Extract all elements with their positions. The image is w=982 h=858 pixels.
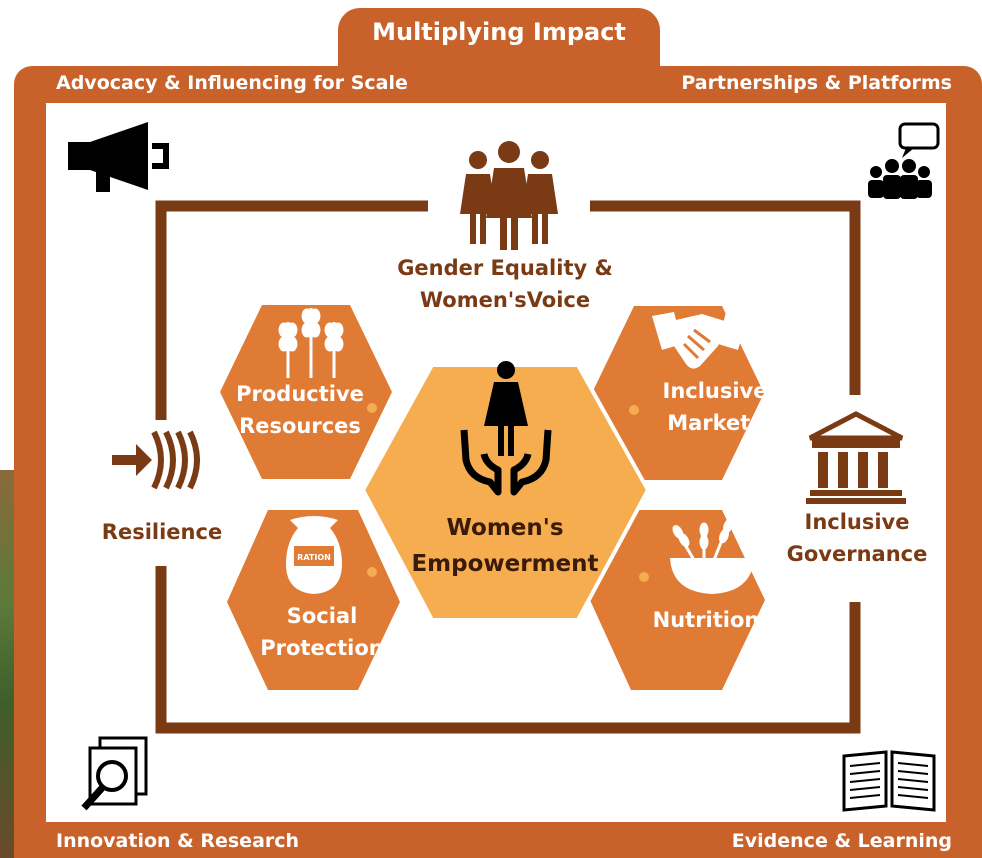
corner-label-advocacy: Advocacy & Influencing for Scale	[56, 72, 408, 94]
hex-inclusive-markets	[592, 306, 764, 480]
label-productive-resources: Productive Resources	[230, 378, 370, 442]
ration-label: RATION	[297, 553, 331, 562]
label-social-protection: Social Protection	[252, 600, 392, 664]
hex-social-protection	[227, 510, 400, 690]
women-group-icon	[460, 141, 558, 250]
theme-resilience: Resilience	[101, 520, 223, 544]
theme-governance-line-2: Governance	[786, 542, 928, 566]
label-social-line-1: Social	[286, 604, 358, 628]
center-womens-empowerment: Women's Empowerment	[405, 510, 605, 582]
corner-label-partnerships: Partnerships & Platforms	[681, 72, 952, 94]
label-markets-line-1: Inclusive	[662, 379, 768, 403]
theme-gender-line-2: Women'sVoice	[419, 288, 591, 312]
label-social-line-2: Protection	[260, 636, 384, 660]
label-inclusive-markets: Inclusive Markets	[645, 375, 785, 439]
government-building-icon	[806, 411, 906, 504]
label-nutrition: Nutrition	[652, 608, 760, 632]
magnifier-document-icon	[81, 736, 148, 811]
woman-in-hands-icon	[460, 361, 552, 496]
theme-gender-equality: Gender Equality & Women'sVoice	[370, 252, 640, 316]
hex-productive-resources	[220, 305, 392, 479]
open-book-icon	[842, 750, 936, 812]
center-line-2: Empowerment	[411, 551, 599, 577]
label-markets-line-2: Markets	[667, 411, 763, 435]
grain-bowl-icon	[670, 518, 754, 594]
theme-governance-line-1: Inclusive	[804, 510, 910, 534]
megaphone-icon	[68, 122, 169, 192]
resilience-arrow-icon	[112, 430, 200, 490]
header-tab	[338, 8, 660, 82]
hex-womens-empowerment	[360, 363, 651, 622]
label-productive-line-1: Productive	[236, 382, 364, 406]
theme-gender-line-1: Gender Equality &	[397, 256, 613, 280]
corner-label-evidence: Evidence & Learning	[731, 830, 952, 852]
theme-inclusive-governance: Inclusive Governance	[782, 506, 932, 570]
hex-nutrition	[590, 510, 765, 690]
center-line-1: Women's	[446, 515, 564, 541]
corner-label-innovation: Innovation & Research	[56, 830, 300, 852]
handshake-icon	[652, 312, 748, 369]
ration-bag-icon: RATION	[286, 516, 342, 594]
group-speech-icon	[868, 122, 940, 199]
wheat-icon	[278, 308, 344, 378]
label-productive-line-2: Resources	[239, 414, 361, 438]
diagram-title: Multiplying Impact	[372, 18, 626, 46]
